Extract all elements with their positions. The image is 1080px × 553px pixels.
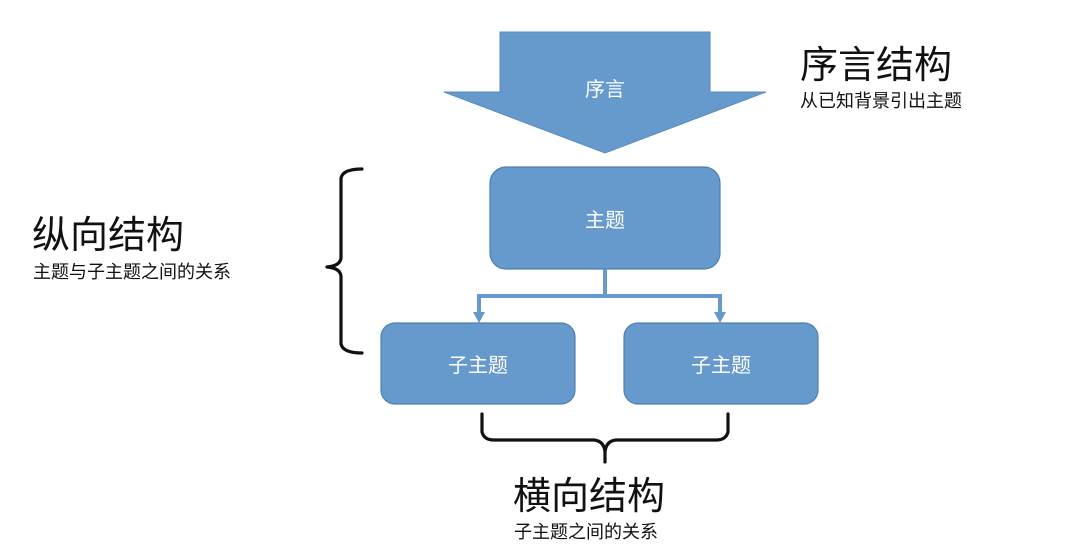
main-topic-label: 主题	[585, 207, 625, 232]
sub-topic-box-left	[380, 322, 576, 405]
horizontal-structure-title: 横向结构	[513, 474, 666, 518]
intro-structure-title: 序言结构	[800, 43, 953, 87]
connector-lines	[477, 269, 722, 313]
vertical-brace	[325, 167, 364, 355]
horizontal-structure-subtitle: 子主题之间的关系	[514, 522, 658, 543]
sub-topic-box-right	[623, 322, 819, 405]
arrowhead-left	[473, 312, 485, 323]
vertical-structure-subtitle: 主题与子主题之间的关系	[33, 262, 231, 283]
sub-topic-left-label: 子主题	[448, 353, 508, 377]
intro-label: 序言	[585, 76, 625, 101]
arrowhead-right	[714, 312, 726, 323]
sub-topic-right-label: 子主题	[691, 353, 751, 377]
vertical-structure-title: 纵向结构	[32, 213, 185, 257]
intro-arrow-shape	[443, 31, 767, 154]
horizontal-brace	[480, 412, 730, 464]
intro-structure-subtitle: 从已知背景引出主题	[800, 91, 962, 112]
